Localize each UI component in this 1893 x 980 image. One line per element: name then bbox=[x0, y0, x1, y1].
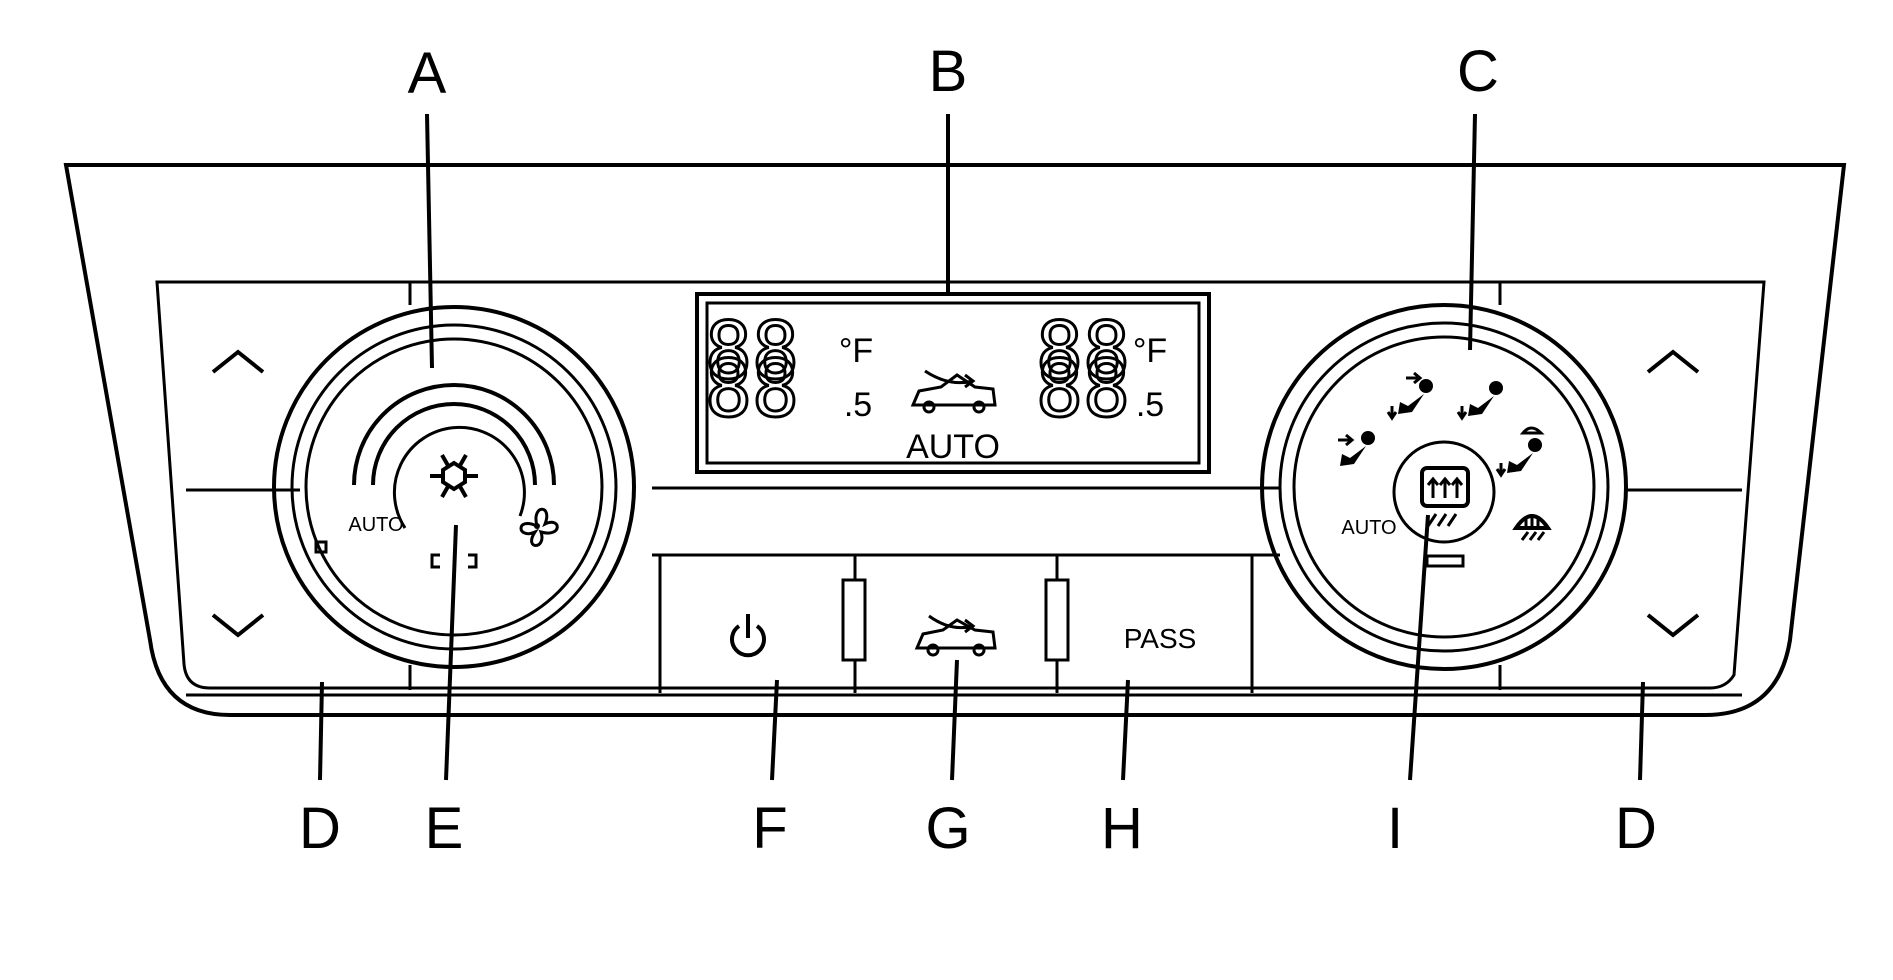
right-temp-decimal-digits: 88 bbox=[1036, 345, 1130, 435]
defrost-icon[interactable] bbox=[1512, 514, 1552, 541]
control-panel-bezel bbox=[63, 163, 1847, 717]
passenger-button[interactable]: PASS bbox=[1124, 623, 1197, 654]
recirculation-icon[interactable] bbox=[914, 614, 997, 657]
recirculation-button[interactable] bbox=[914, 614, 997, 657]
leader-line-f bbox=[770, 679, 779, 781]
left-temp-half: .5 bbox=[844, 386, 872, 424]
snowflake-icon[interactable] bbox=[430, 454, 478, 498]
callout-a: A bbox=[408, 41, 447, 106]
callout-c: C bbox=[1457, 39, 1499, 104]
callout-i: I bbox=[1387, 796, 1403, 861]
chevron-up-icon[interactable] bbox=[1646, 349, 1700, 374]
callout-e: E bbox=[425, 796, 464, 861]
callout-g: G bbox=[925, 796, 970, 861]
left-temperature-rocker[interactable] bbox=[211, 349, 328, 638]
callout-f: F bbox=[752, 796, 787, 861]
vent-mode-icon[interactable] bbox=[1338, 431, 1375, 466]
callout-labels: A B C D E F G H I D bbox=[299, 39, 1657, 861]
chevron-down-icon[interactable] bbox=[211, 613, 265, 638]
callout-d-left: D bbox=[299, 796, 341, 861]
chevron-down-icon[interactable] bbox=[1646, 613, 1700, 638]
floor-mode-icon[interactable] bbox=[1456, 381, 1503, 421]
right-temp-unit: °F bbox=[1133, 332, 1167, 370]
leader-lines bbox=[318, 113, 1645, 781]
fan-control-knob[interactable]: AUTO bbox=[272, 305, 636, 669]
temperature-display: 88 °F 88 .5 AUTO 88 °F 88 .5 bbox=[695, 292, 1211, 474]
right-temp-digits: 88 bbox=[1036, 307, 1130, 397]
fan-auto-label: AUTO bbox=[348, 514, 403, 536]
right-temperature-rocker[interactable] bbox=[1646, 349, 1700, 638]
rear-defrost-icon[interactable] bbox=[1426, 476, 1464, 527]
leader-line-g bbox=[950, 659, 959, 781]
fan-low-speed-bracket bbox=[430, 553, 478, 569]
leader-line-a bbox=[425, 113, 434, 369]
button-row bbox=[658, 555, 1254, 693]
fan-icon bbox=[519, 507, 559, 547]
leader-line-d-left bbox=[318, 681, 324, 781]
leader-line-c bbox=[1468, 113, 1477, 351]
defog-mode-icon[interactable] bbox=[1495, 426, 1545, 478]
right-temp-half: .5 bbox=[1136, 386, 1164, 424]
leader-line-h bbox=[1121, 679, 1130, 781]
chevron-up-icon[interactable] bbox=[211, 349, 265, 374]
power-icon[interactable] bbox=[730, 614, 766, 658]
display-mode-text: AUTO bbox=[906, 428, 1000, 466]
callout-h: H bbox=[1101, 796, 1143, 861]
left-temp-digits: 88 bbox=[705, 307, 799, 397]
leader-line-e bbox=[444, 524, 458, 781]
power-button[interactable] bbox=[730, 614, 766, 658]
callout-d-right: D bbox=[1615, 796, 1657, 861]
callout-b: B bbox=[929, 39, 968, 104]
leader-line-d-right bbox=[1638, 681, 1645, 781]
bi-level-mode-icon[interactable] bbox=[1386, 371, 1433, 421]
recirculation-icon bbox=[910, 369, 997, 414]
rear-defrost-indicator bbox=[1425, 554, 1465, 568]
mode-auto-label: AUTO bbox=[1341, 517, 1396, 539]
air-delivery-mode-knob[interactable]: AUTO bbox=[1260, 303, 1628, 671]
rear-defrost-button[interactable] bbox=[1420, 466, 1470, 508]
left-temp-decimal-digits: 88 bbox=[705, 345, 799, 435]
left-temp-unit: °F bbox=[839, 332, 873, 370]
leader-line-i bbox=[1408, 514, 1430, 781]
passenger-button-label[interactable]: PASS bbox=[1124, 623, 1197, 654]
